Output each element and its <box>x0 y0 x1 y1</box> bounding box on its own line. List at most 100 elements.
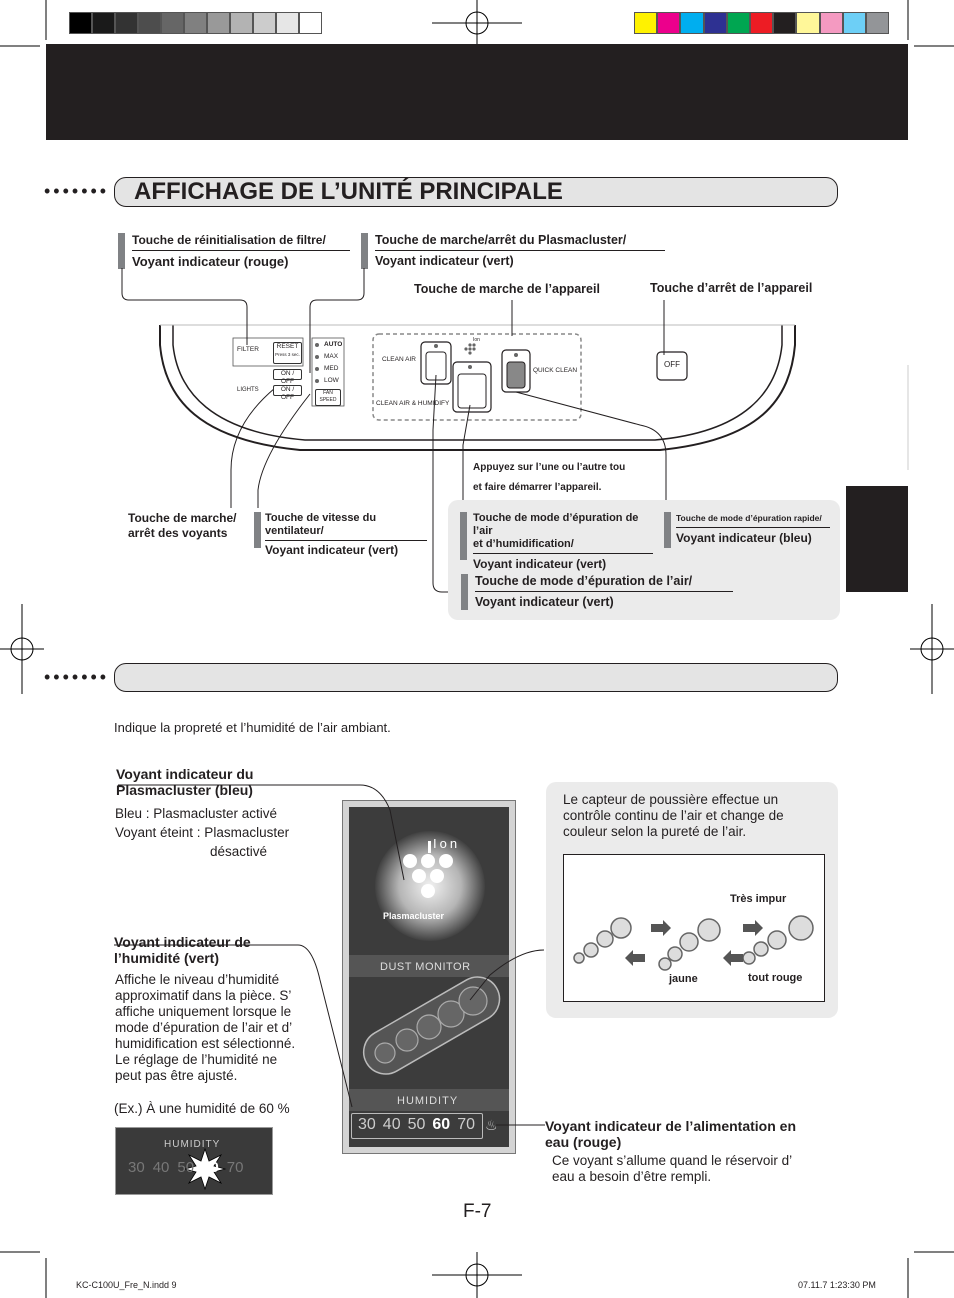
desc-line: Ce voyant s’allume quand le réservoir d’ <box>552 1153 793 1168</box>
off-button[interactable]: OFF <box>664 360 680 369</box>
label-clean-air: Touche de mode d’épuration de l’air/ Voy… <box>475 574 733 610</box>
desc-line: humidification est sélectionné. <box>115 1036 296 1051</box>
label-tres-impur: Très impur <box>730 893 787 905</box>
page-number: F-7 <box>463 1201 492 1222</box>
color-swatch <box>842 12 866 34</box>
fan-speed-button[interactable]: FAN SPEED <box>315 389 341 406</box>
section-title-bar <box>114 177 838 207</box>
color-swatch <box>299 12 322 34</box>
color-swatch <box>657 12 681 34</box>
lights-onoff-button[interactable]: ON / OFF <box>273 385 302 401</box>
color-swatch <box>161 12 184 34</box>
color-swatch <box>703 12 727 34</box>
label-line: Touche de réinitialisation de filtre/ <box>132 233 350 251</box>
label-line: et d’humidification/ <box>473 538 574 550</box>
panel-max: MAX <box>324 353 339 360</box>
label-line: Voyant indicateur (rouge) <box>132 254 289 269</box>
header-banner <box>46 44 908 140</box>
example-humidity-label: HUMIDITY <box>164 1139 221 1150</box>
desc-line: Le capteur de poussière effectue un <box>563 792 779 807</box>
label-block: Touche de mode d’épuration de l’air et d… <box>473 512 653 554</box>
plasmacluster-onoff-button[interactable]: ON / OFF <box>273 369 302 385</box>
starburst-icon <box>183 1147 227 1191</box>
humidity-scale-value: 70 <box>457 1116 475 1133</box>
display-plasmacluster: Plasmacluster <box>383 911 445 921</box>
color-swatch <box>726 12 750 34</box>
label-line: arrêt des voyants <box>128 526 228 540</box>
color-swatch <box>92 12 115 34</box>
label-line: Touche de mode d’épuration de l’air <box>473 512 639 537</box>
press3-label: Press 3 sec. <box>275 352 300 357</box>
plasma-desc: Bleu : Plasmacluster activé Voyant étein… <box>115 804 289 861</box>
panel-quick-clean: QUICK CLEAN <box>533 367 578 374</box>
color-swatch <box>796 12 820 34</box>
section-dots: ••••••• <box>44 181 110 201</box>
display-ion: Ion <box>433 836 461 851</box>
humidity-scale-value: 60 <box>202 1159 219 1176</box>
label-line: eau (rouge) <box>545 1134 622 1150</box>
desc-line: mode d’épuration de l’air et d’ <box>115 1020 293 1035</box>
label-marker <box>254 512 261 548</box>
panel-ion: Ion <box>473 337 480 343</box>
panel-low: LOW <box>324 377 339 384</box>
desc-line: approximatif dans la pièce. S’ <box>115 988 292 1003</box>
label-marker <box>461 574 468 610</box>
label-marker <box>361 233 368 269</box>
panel-med: MED <box>324 365 339 372</box>
label-line: Voyant indicateur (vert) <box>265 543 399 557</box>
display-humidity: HUMIDITY <box>397 1095 459 1107</box>
desc-line: affiche uniquement lorsque le <box>115 1004 292 1019</box>
color-swatch <box>773 12 797 34</box>
label-line: Voyant indicateur de l’alimentation en <box>545 1118 797 1134</box>
label-line: Touche de mode d’épuration de l’air/ <box>475 574 733 592</box>
humidity-scale-value: 60 <box>432 1116 451 1133</box>
label-line: Voyant indicateur (vert) <box>475 595 614 609</box>
desc-line: désactivé <box>210 844 268 859</box>
mode-labels-box <box>448 500 840 620</box>
humidity-band <box>349 1089 509 1111</box>
side-tab <box>846 486 908 592</box>
reset-button[interactable]: RESET Press 3 sec. <box>273 342 302 364</box>
plasmacluster-icon <box>403 841 453 898</box>
example-caption: (Ex.) À une humidité de 60 % <box>114 1101 290 1116</box>
color-swatch <box>866 12 890 34</box>
footer-left: KC-C100U_Fre_N.indd 9 <box>76 1280 177 1290</box>
color-swatch <box>819 12 843 34</box>
color-swatch <box>230 12 253 34</box>
panel-lights: LIGHTS <box>237 387 259 393</box>
label-power-on: Touche de marche de l’appareil <box>414 282 600 296</box>
label-plasma-indicator: Voyant indicateur du Plasmacluster (bleu… <box>116 766 253 798</box>
color-swatch <box>138 12 161 34</box>
label-marker <box>118 233 125 269</box>
desc-line: eau a besoin d’être rempli. <box>552 1169 712 1184</box>
desc-line: couleur selon la pureté de l’air. <box>563 824 747 839</box>
desc-line: Bleu : Plasmacluster activé <box>115 806 278 821</box>
label-jaune: jaune <box>669 973 698 985</box>
label-lights-onoff: Touche de marche/ arrêt des voyants <box>128 511 236 541</box>
dust-diagram-graphics <box>573 915 814 971</box>
water-desc: Ce voyant s’allume quand le réservoir d’… <box>552 1153 792 1185</box>
dust-monitor-band <box>349 955 509 977</box>
reset-label: RESET <box>276 343 299 350</box>
color-swatch <box>69 12 92 34</box>
label-clean-humidify: Touche de mode d’épuration de l’air et d… <box>473 512 653 571</box>
section-title: AFFICHAGE DE L’UNITÉ PRINCIPALE <box>134 178 563 205</box>
section2-intro: Indique la propreté et l’humidité de l’a… <box>114 720 391 735</box>
desc-line: Voyant éteint : Plasmacluster <box>115 825 290 840</box>
color-swatch <box>276 12 299 34</box>
label-fan-speed: Touche de vitesse du ventilateur/ Voyant… <box>265 512 427 557</box>
label-power-off: Touche d’arrêt de l’appareil <box>650 281 813 295</box>
footer-right: 07.11.7 1:23:30 PM <box>798 1280 876 1290</box>
humidity-scale-value: 70 <box>226 1159 244 1176</box>
dust-monitor-lights <box>362 976 501 1075</box>
color-swatch <box>680 12 704 34</box>
desc-line: Affiche le niveau d’humidité <box>115 972 280 987</box>
label-plasmacluster-onoff: Touche de marche/arrêt du Plasmacluster/… <box>375 233 665 269</box>
color-swatch <box>207 12 230 34</box>
